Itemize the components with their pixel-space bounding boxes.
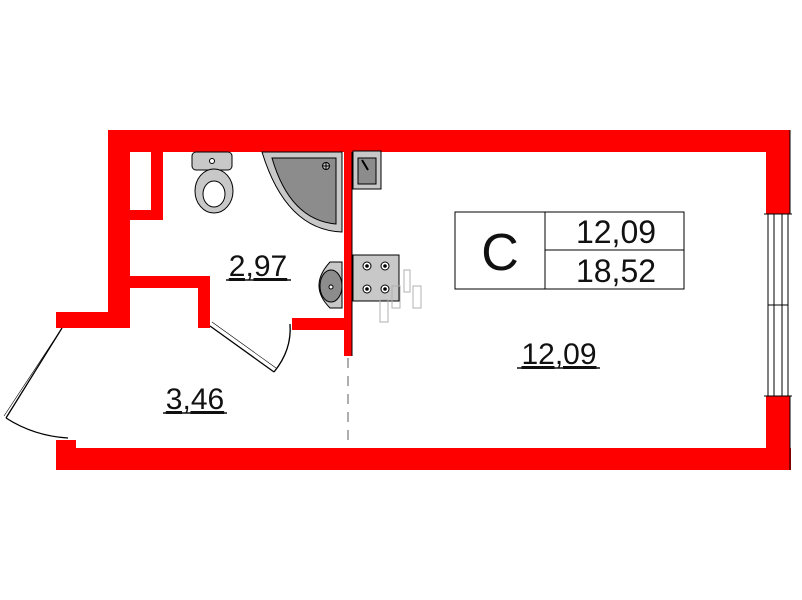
toilet-icon <box>191 151 234 214</box>
entrance-door-icon <box>3 327 69 439</box>
kitchen-sink-icon <box>352 150 382 190</box>
shower-tray-icon <box>261 151 343 233</box>
hallway-area-label: 3,46 <box>166 383 224 416</box>
apartment-legend <box>454 211 685 290</box>
washbasin-icon <box>318 261 343 309</box>
walls <box>56 130 791 470</box>
total-area-value: 18,52 <box>576 253 656 289</box>
bathroom-door-icon <box>209 321 291 373</box>
apartment-type-label: С <box>481 224 519 282</box>
living-room-area-label: 12,09 <box>521 338 596 371</box>
living-area-value: 12,09 <box>576 214 656 250</box>
area-underlines <box>163 279 600 414</box>
bathroom-area-label: 2,97 <box>229 250 287 283</box>
stove-icon <box>352 254 400 302</box>
kitchen-cabinet-marks <box>379 269 422 323</box>
wall-outline <box>351 130 791 470</box>
balcony-window-icon <box>764 213 792 397</box>
